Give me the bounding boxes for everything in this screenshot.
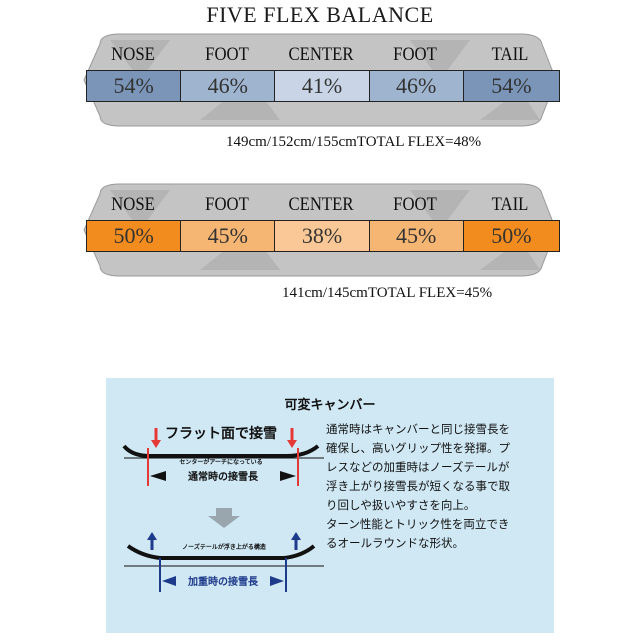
- right-arrow-icon: [270, 576, 284, 586]
- board-profile-loaded: [126, 544, 316, 560]
- loaded-contact-label: 加重時の接雪長: [187, 575, 259, 588]
- camber-diagram: フラット面で接雪 センターがアーチになっている 通常時の接雪長 ノーズテールが浮…: [122, 425, 324, 592]
- flex-board-2: NOSE FOOT STEP CENTER FOOT STEP TAIL 50%…: [80, 180, 560, 280]
- normal-contact-label: 通常時の接雪長: [188, 470, 259, 483]
- camber-title: 可変キャンバー: [284, 398, 376, 413]
- board-1-label-footstep-2: FOOT STEP: [393, 44, 437, 91]
- description-line: り回しや扱いやすさを向上。: [326, 498, 476, 512]
- board-1-value-footstep-2: 46%: [369, 71, 464, 101]
- description-line: 通常時はキャンバーと同じ接雪長を: [326, 422, 510, 436]
- board-1-values: 54% 46% 41% 46% 54%: [86, 70, 560, 102]
- camber-panel: 可変キャンバー フラット面で接雪 センターがアーチになっている 通常時の接雪長 …: [106, 378, 554, 633]
- camber-description: 通常時はキャンバーと同じ接雪長を 確保し、高いグリップ性を発揮。プ レスなどの加…: [326, 420, 548, 553]
- board-1-label-footstep-1: FOOT STEP: [205, 44, 249, 91]
- arch-label: センターがアーチになっている: [179, 458, 262, 466]
- board-2-value-nose: 50%: [87, 221, 182, 251]
- board-2-label-footstep-2: FOOT STEP: [393, 194, 437, 241]
- description-line: 浮き上がり接雪長が短くなる事で取: [326, 479, 510, 493]
- board-2-label-center: CENTER: [288, 194, 354, 215]
- lift-label: ノーズテールが浮き上がる構造: [182, 543, 266, 551]
- board-1-value-center: 41%: [275, 71, 370, 101]
- board-2-label-tail: TAIL: [491, 194, 529, 215]
- down-arrow-icon: [287, 440, 297, 448]
- board-2-label-nose: NOSE: [111, 194, 155, 215]
- board-2-value-tail: 50%: [463, 221, 559, 251]
- page-title: FIVE FLEX BALANCE: [206, 2, 434, 27]
- board-1-value-tail: 54%: [463, 71, 559, 101]
- description-line: 確保し、高いグリップ性を発揮。プ: [326, 441, 510, 455]
- up-arrow-icon: [291, 532, 301, 540]
- board-2-note: 141cm/145cmTOTAL FLEX=45%: [282, 285, 493, 301]
- board-2-value-footstep-1: 45%: [181, 221, 276, 251]
- board-1-value-nose: 54%: [87, 71, 182, 101]
- flat-contact-label: フラット面で接雪: [165, 425, 277, 442]
- description-line: るオールラウンドな形状。: [326, 536, 464, 550]
- right-arrow-icon: [280, 471, 296, 481]
- board-1-label-center: CENTER: [288, 44, 354, 65]
- board-2-value-center: 38%: [275, 221, 370, 251]
- board-1-label-nose: NOSE: [111, 44, 155, 65]
- board-1-label-tail: TAIL: [491, 44, 529, 65]
- board-1-value-footstep-1: 46%: [181, 71, 276, 101]
- board-1-note: 149cm/152cm/155cmTOTAL FLEX=48%: [226, 134, 482, 150]
- left-arrow-icon: [162, 576, 176, 586]
- board-2-label-footstep-1: FOOT STEP: [205, 194, 249, 241]
- down-arrow-icon: [208, 508, 240, 528]
- up-arrow-icon: [147, 532, 157, 540]
- board-profile-normal: [122, 444, 320, 458]
- description-line: レスなどの加重時はノーズテールが: [326, 460, 510, 474]
- flex-board-1: NOSE FOOT STEP CENTER FOOT STEP TAIL 54%…: [80, 30, 560, 130]
- description-line: ターン性能とトリック性を両立でき: [326, 517, 510, 531]
- board-2-values: 50% 45% 38% 45% 50%: [86, 220, 560, 252]
- down-arrow-icon: [151, 440, 161, 448]
- left-arrow-icon: [150, 471, 166, 481]
- board-2-value-footstep-2: 45%: [369, 221, 464, 251]
